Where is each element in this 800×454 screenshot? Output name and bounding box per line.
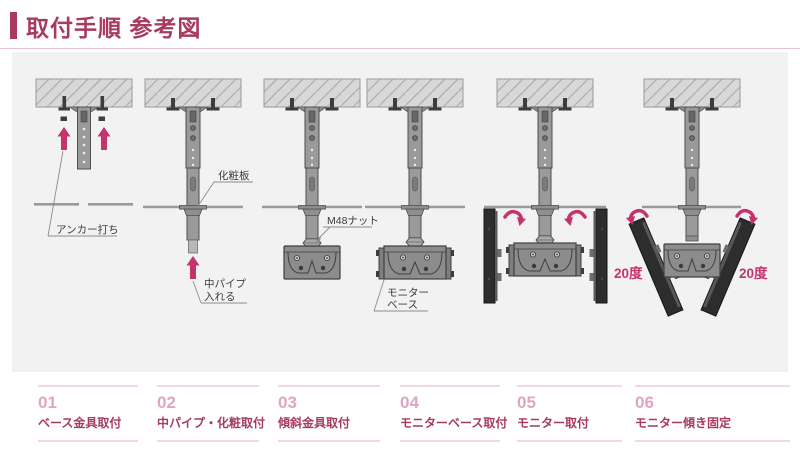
base-bracket — [297, 106, 327, 169]
step-label: 傾斜金具取付 — [278, 416, 351, 430]
decor-flange — [401, 205, 429, 216]
anchor-bolt-icon — [96, 96, 108, 121]
step-label: 中パイプ・化粧取付 — [157, 416, 266, 430]
step-item-5: 05 モニター取付 — [517, 385, 622, 442]
decor-flange — [298, 205, 326, 216]
tilt-bracket — [283, 245, 341, 280]
m48-nut-label: M48ナット — [327, 215, 379, 227]
rotate-arrow-icon — [562, 209, 587, 228]
middle-pipe-label-line1: 中パイプ — [204, 277, 246, 290]
step-label: モニター傾き固定 — [635, 416, 732, 430]
decor-flange — [678, 205, 706, 216]
ceiling-block — [35, 78, 133, 108]
leader-line — [373, 279, 428, 312]
step-number: 01 — [38, 393, 57, 412]
ceiling-block — [366, 78, 464, 108]
step-item-6: 06 モニター傾き固定 — [635, 385, 790, 442]
step-number: 03 — [278, 393, 297, 412]
angle-label-right: 20度 — [739, 265, 768, 281]
base-bracket — [677, 106, 707, 169]
tilt-bracket — [663, 243, 721, 278]
ceiling-line — [642, 205, 741, 209]
step-item-4: 04 モニターベース取付 — [400, 385, 508, 442]
step-item-2: 02 中パイプ・化粧取付 — [157, 385, 266, 442]
anchor-bolt-icon — [58, 96, 70, 121]
step-3-diagram: M48ナット — [262, 78, 379, 280]
step-2-diagram: 化粧板 中パイプ 入れる — [143, 78, 253, 304]
leader-line — [317, 226, 372, 240]
monitor-base — [505, 242, 585, 277]
monitor-base — [375, 245, 455, 280]
ceiling-line — [365, 205, 465, 209]
title-accent-bar — [10, 12, 17, 39]
step-number: 02 — [157, 393, 176, 412]
step-number: 04 — [400, 393, 419, 412]
page-title: 取付手順 参考図 — [26, 15, 202, 41]
up-arrow-icon — [186, 256, 200, 279]
installation-diagrams: アンカー打ち 化粧板 中パイプ 入れる — [34, 78, 768, 317]
middle-pipe-label-line2: 入れる — [204, 291, 236, 303]
decor-plate-label: 化粧板 — [218, 169, 250, 182]
step-1-diagram: アンカー打ち — [34, 78, 133, 237]
step-item-1: 01 ベース金具取付 — [38, 385, 138, 442]
ceiling-block — [496, 78, 594, 108]
leader-line — [192, 280, 247, 304]
mount-pipe — [305, 167, 319, 241]
monitor-panel — [589, 208, 608, 304]
pipe-collar — [685, 235, 699, 242]
ceiling-line — [262, 205, 362, 209]
diagram-panel: アンカー打ち 化粧板 中パイプ 入れる — [12, 52, 788, 372]
base-bracket — [178, 106, 208, 169]
ceiling-block — [263, 78, 361, 108]
step-label: モニター取付 — [517, 416, 590, 430]
step-item-3: 03 傾斜金具取付 — [278, 385, 380, 442]
mount-pipe — [685, 167, 699, 241]
monitor-panel — [483, 208, 502, 304]
base-bracket — [530, 106, 560, 169]
anchor-label: アンカー打ち — [56, 223, 119, 236]
leader-line — [197, 181, 253, 207]
step-number: 05 — [517, 393, 536, 412]
angle-label-left: 20度 — [614, 265, 643, 281]
ceiling-block — [144, 78, 242, 108]
step-label: モニターベース取付 — [400, 416, 508, 430]
ceiling-line-dashed — [34, 203, 133, 206]
m48-nut — [405, 237, 425, 247]
base-bracket — [69, 106, 99, 170]
mount-pipe — [186, 167, 200, 241]
decor-flange — [531, 205, 559, 216]
step-label: ベース金具取付 — [38, 416, 122, 430]
leader-line — [47, 150, 117, 237]
step-4-diagram: モニター ベース — [365, 78, 465, 312]
header: 取付手順 参考図 — [0, 0, 800, 49]
ceiling-block — [643, 78, 741, 108]
mount-pipe — [538, 167, 552, 241]
ceiling-line — [143, 205, 243, 209]
up-arrow-icon — [97, 127, 111, 150]
base-bracket — [400, 106, 430, 169]
up-arrow-icon — [57, 127, 71, 150]
rotate-arrow-icon — [503, 209, 528, 228]
step-6-diagram: 20度 20度 — [614, 78, 768, 317]
mount-pipe — [408, 167, 422, 241]
monitor-base-label-line1: モニター — [387, 287, 429, 299]
middle-pipe-insert — [188, 239, 198, 254]
decor-flange — [179, 205, 207, 216]
monitor-base-label-line2: ベース — [387, 299, 418, 311]
step-5-diagram — [483, 78, 608, 304]
leader-arrowhead — [314, 236, 321, 244]
step-number: 06 — [635, 393, 654, 412]
